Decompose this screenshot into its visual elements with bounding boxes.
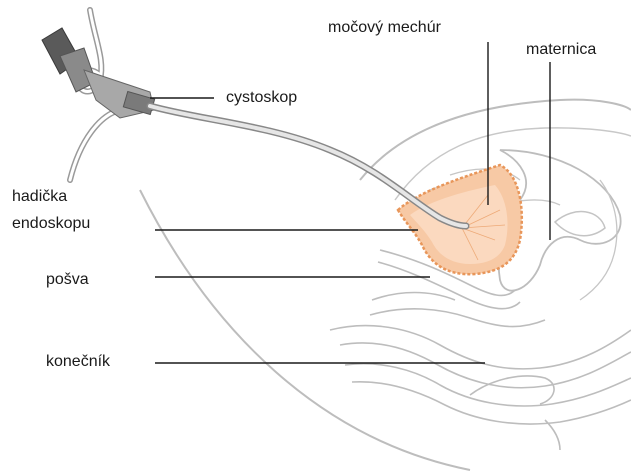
label-mocovy-mechur: močový mechúr — [328, 18, 441, 38]
bladder — [398, 165, 522, 274]
label-cystoskop: cystoskop — [226, 88, 297, 108]
rectum — [330, 326, 631, 450]
label-hadicka-line1: hadička — [12, 187, 67, 207]
label-maternica: maternica — [526, 40, 596, 60]
label-hadicka-line2: endoskopu — [12, 214, 90, 234]
label-konecnik: konečník — [46, 352, 110, 372]
cystoscope-instrument — [42, 10, 466, 226]
label-posva: pošva — [46, 270, 89, 290]
